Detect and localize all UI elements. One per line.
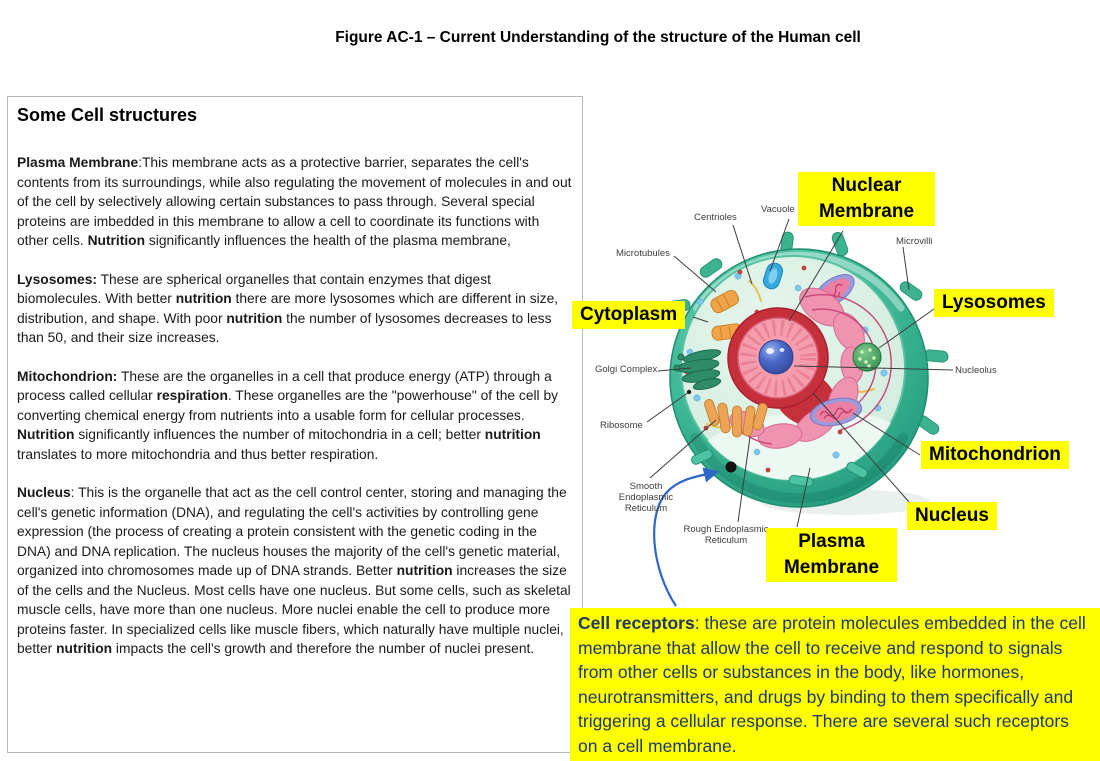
nucleolus-highlight: [766, 348, 774, 354]
paragraph-lysosomes: Lysosomes: These are spherical organelle…: [17, 271, 559, 346]
leader-vacuole: [769, 218, 790, 272]
label-rough-er: Rough Endoplasmic Reticulum: [683, 524, 769, 546]
leader-lysosomes: [878, 308, 935, 349]
receptor-arrow: [653, 467, 720, 607]
label-nuclear-membrane: Nuclear Membrane: [798, 172, 935, 226]
label-nucleus: Nucleus: [907, 502, 997, 530]
receptor-dot: [725, 461, 737, 473]
label-smooth-er: Smooth Endoplasmic Reticulum: [618, 481, 674, 514]
leader-mitochondrion: [852, 412, 921, 456]
leader-nucleus: [812, 392, 910, 503]
leader-rough-er: [737, 436, 751, 523]
ribosome-dot: [686, 389, 692, 395]
label-nucleolus: Nucleolus: [955, 365, 997, 376]
label-mitochondrion: Mitochondrion: [921, 441, 1069, 469]
golgi-art: [673, 349, 722, 391]
label-lysosomes: Lysosomes: [934, 289, 1054, 317]
label-cytoplasm: Cytoplasm: [572, 301, 686, 329]
leader-nuclear-membrane: [788, 230, 844, 322]
label-centrioles: Centrioles: [694, 212, 737, 223]
label-golgi-complex: Golgi Complex: [595, 364, 658, 375]
rough-er-art: [704, 398, 768, 438]
label-vacuole: Vacuole: [761, 204, 795, 215]
panel-heading: Some Cell structures: [17, 105, 198, 125]
leader-microtubules: [673, 255, 717, 293]
label-plasma-membrane: Plasma Membrane: [766, 528, 897, 582]
cell-receptors-note: Cell receptors: these are protein molecu…: [570, 608, 1100, 761]
nucleus-pleats: [740, 320, 816, 396]
nucleolus-highlight-2: [779, 348, 785, 352]
vacuole-art: [762, 262, 784, 290]
label-microvilli: Microvilli: [896, 236, 933, 247]
paragraph-nucleus: Nucleus: This is the organelle that act …: [17, 485, 571, 656]
figure-title: Figure AC-1 – Current Understanding of t…: [335, 29, 861, 46]
label-microtubules: Microtubules: [616, 248, 670, 259]
paragraph-plasma-membrane: Plasma Membrane:This membrane acts as a …: [17, 155, 572, 248]
lysosome-art: [852, 342, 882, 372]
leader-golgi-complex: [657, 367, 692, 372]
membrane-ridges: [691, 449, 868, 488]
leader-cytoplasm: [692, 316, 709, 323]
paragraph-mitochondrion: Mitochondrion: These are the organelles …: [17, 368, 559, 462]
leader-centrioles: [732, 224, 753, 285]
label-ribosome: Ribosome: [600, 420, 643, 431]
cell-structures-panel: Some Cell structures Plasma Membrane:Thi…: [7, 96, 583, 753]
leader-lines: [646, 218, 954, 528]
nucleolus-art: [758, 339, 794, 375]
membrane-shade: [690, 433, 908, 504]
leader-smooth-er: [649, 419, 717, 479]
leader-ribosome: [646, 391, 690, 423]
leader-plasma-membrane: [796, 467, 811, 528]
cell-illustration: [646, 218, 954, 607]
leader-nucleolus: [793, 365, 954, 371]
leader-microvilli: [902, 246, 910, 291]
